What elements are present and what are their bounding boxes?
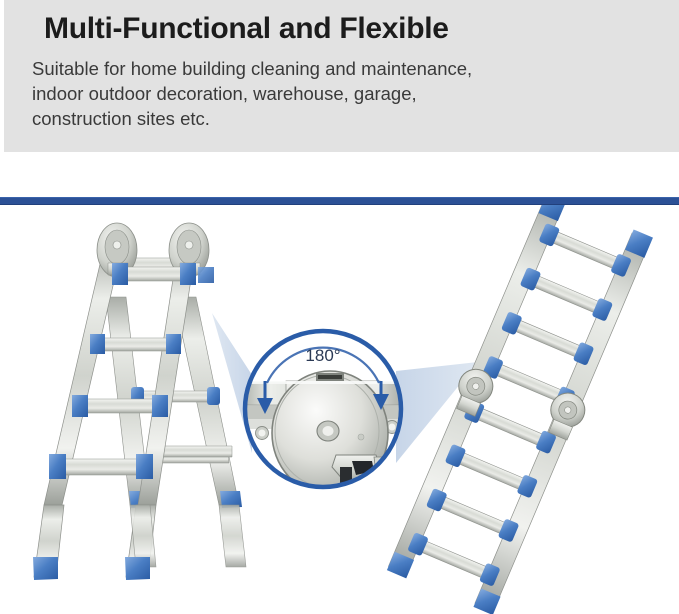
extension-hinge-right bbox=[548, 392, 586, 441]
extension-bottom-feet bbox=[386, 551, 501, 614]
page-title: Multi-Functional and Flexible bbox=[44, 12, 449, 45]
a-frame-front-feet bbox=[33, 557, 150, 580]
a-frame-rung-4 bbox=[49, 454, 153, 479]
extension-rung-6 bbox=[445, 444, 538, 498]
a-frame-rung-3 bbox=[72, 395, 168, 417]
extension-rung-8 bbox=[408, 533, 500, 586]
rotation-arrow-right bbox=[373, 381, 389, 410]
header-description: Suitable for home building cleaning and … bbox=[32, 56, 662, 131]
angle-label: 180° bbox=[305, 346, 340, 365]
extension-top-caps bbox=[538, 205, 653, 258]
extension-rung-3 bbox=[501, 312, 594, 365]
a-frame-ladder bbox=[33, 222, 247, 580]
header-description-line-3: construction sites etc. bbox=[32, 108, 210, 129]
header-description-line-2: indoor outdoor decoration, warehouse, ga… bbox=[32, 83, 417, 104]
extension-hinge-left bbox=[456, 368, 494, 417]
a-frame-rear-rail-left-lower bbox=[129, 504, 157, 568]
extension-ladder bbox=[386, 205, 653, 614]
a-frame-rear-rail-right-lower bbox=[218, 504, 247, 568]
a-frame-top-rung bbox=[112, 263, 214, 285]
extension-rungs bbox=[408, 223, 631, 586]
header-banner: Multi-Functional and Flexible Suitable f… bbox=[4, 0, 679, 152]
extension-rung-1 bbox=[539, 223, 631, 277]
a-frame-rung-2 bbox=[90, 334, 181, 354]
rotation-arrow-left bbox=[257, 381, 273, 414]
magnifier-cone-left bbox=[212, 313, 252, 453]
extension-rung-7 bbox=[426, 488, 519, 542]
rotation-arc bbox=[266, 346, 380, 384]
ladder-illustration-svg: 180° bbox=[33, 205, 653, 614]
hinge-detail-callout: 180° bbox=[242, 328, 404, 490]
magnifier-cone-right bbox=[396, 362, 478, 463]
a-frame-rear-rung bbox=[147, 445, 233, 464]
product-illustration: 180° bbox=[0, 205, 679, 614]
callout-circle-outline bbox=[242, 328, 404, 490]
section-divider bbox=[0, 197, 679, 205]
header-description-line-1: Suitable for home building cleaning and … bbox=[32, 58, 473, 79]
extension-rung-2 bbox=[520, 267, 613, 321]
